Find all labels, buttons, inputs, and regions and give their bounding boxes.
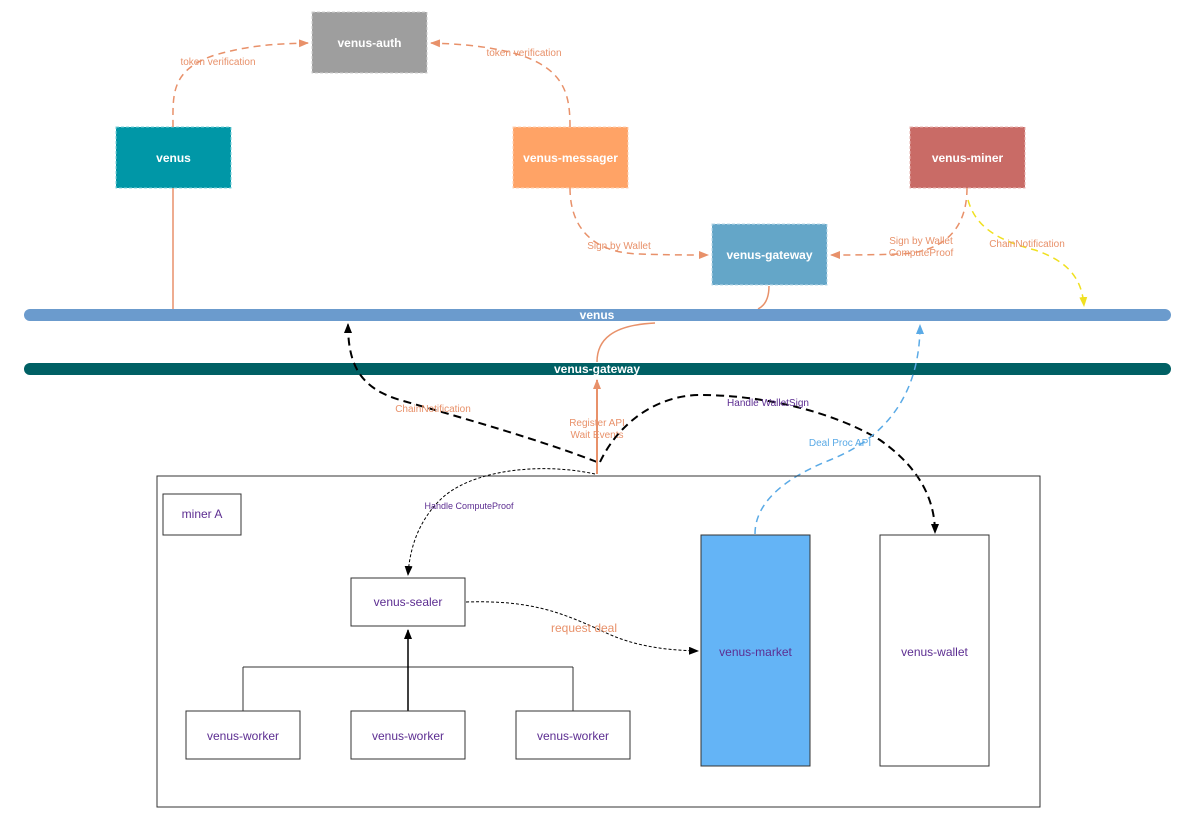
node-venus-sealer-label: venus-sealer <box>374 595 443 609</box>
edge-label-token-verification-right: token verification <box>486 48 561 59</box>
edge-miner-chain-notification: ChainNotification <box>967 199 1088 307</box>
bus-venus-label: venus <box>580 308 615 322</box>
edge-label-sign-by-wallet-right: Sign by Wallet <box>889 236 953 247</box>
bus-venus-gateway-label: venus-gateway <box>554 362 640 376</box>
edge-gateway-to-bus <box>757 285 770 310</box>
node-venus-wallet-label: venus-wallet <box>901 645 968 659</box>
edge-bus-link <box>596 322 656 363</box>
node-venus-worker-2: venus-worker <box>350 710 466 760</box>
node-venus-worker-1: venus-worker <box>185 710 301 760</box>
edge-miner-to-gateway: Sign by Wallet ComputeProof <box>830 187 968 259</box>
edge-handle-wallet-sign: Handle WalletSign <box>599 393 939 534</box>
bus-venus: venus <box>24 308 1171 322</box>
node-venus-gateway-label: venus-gateway <box>726 248 812 262</box>
node-venus-auth: venus-auth <box>311 11 428 74</box>
edge-label-deal-proc-api: Deal Proc API <box>809 438 871 449</box>
miner-group <box>156 475 1041 808</box>
node-venus-market-label: venus-market <box>719 645 792 659</box>
edge-label-token-verification-left: token verification <box>180 57 255 68</box>
node-venus-miner-label: venus-miner <box>932 151 1004 165</box>
edge-label-wait-events: Wait Events <box>571 430 624 441</box>
node-venus-worker-label: venus-worker <box>537 729 609 743</box>
edge-label-chain-notification-miner: ChainNotification <box>989 239 1065 250</box>
edge-request-deal: request deal <box>465 601 699 655</box>
miner-group-label-box: miner A <box>162 493 242 536</box>
edge-workers-to-sealer <box>242 629 574 711</box>
miner-group-label: miner A <box>182 507 223 521</box>
edge-venus-to-auth: token verification <box>172 39 309 128</box>
edge-messager-to-gateway: Sign by Wallet <box>569 187 709 259</box>
edge-deal-proc-api: Deal Proc API <box>754 324 924 535</box>
node-venus-worker-3: venus-worker <box>515 710 631 760</box>
node-venus-sealer: venus-sealer <box>350 577 466 627</box>
edge-register-api: Register API Wait Events <box>569 379 625 474</box>
edge-label-sign-by-wallet-left: Sign by Wallet <box>587 241 651 252</box>
bus-venus-gateway: venus-gateway <box>24 362 1171 376</box>
edge-group-chain-notification: ChainNotification <box>344 323 598 463</box>
node-venus-gateway: venus-gateway <box>711 223 828 286</box>
edge-label-register-api: Register API <box>569 418 625 429</box>
edge-label-compute-proof: ComputeProof <box>889 248 954 259</box>
node-venus-market: venus-market <box>700 534 811 767</box>
edge-label-handle-compute-proof: Handle ComputeProof <box>424 501 514 511</box>
edge-messager-to-auth: token verification <box>430 39 571 128</box>
node-venus-messager-label: venus-messager <box>523 151 618 165</box>
node-venus-auth-label: venus-auth <box>337 36 401 50</box>
edge-label-chain-notification-group: ChainNotification <box>395 404 471 415</box>
edge-handle-compute-proof: Handle ComputeProof <box>404 468 596 576</box>
edge-label-request-deal: request deal <box>551 621 617 635</box>
node-venus: venus <box>115 126 232 189</box>
node-venus-worker-label: venus-worker <box>207 729 279 743</box>
node-venus-messager: venus-messager <box>512 126 629 189</box>
edge-label-handle-wallet-sign: Handle WalletSign <box>727 398 809 409</box>
node-venus-miner: venus-miner <box>909 126 1026 189</box>
node-venus-worker-label: venus-worker <box>372 729 444 743</box>
node-venus-label: venus <box>156 151 191 165</box>
node-venus-wallet: venus-wallet <box>879 534 990 767</box>
